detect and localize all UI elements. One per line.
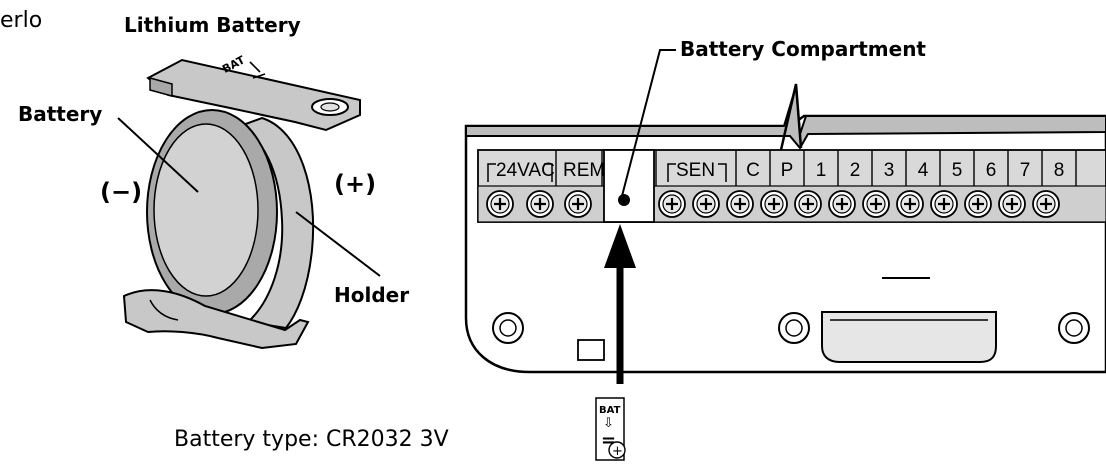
terminal-screw-slot — [904, 198, 916, 210]
corner-text-fragment: erlo — [0, 8, 42, 33]
terminal-screw-slot — [938, 198, 950, 210]
terminal-label-1: 1 — [816, 160, 827, 181]
holder-clip-edge — [149, 299, 179, 321]
terminal-screws — [486, 190, 1060, 218]
terminal-screw-slot — [666, 198, 678, 210]
battery-compartment-leader — [621, 49, 676, 197]
terminal-screw-slot — [802, 198, 814, 210]
mount-hole-left-inner — [499, 319, 517, 337]
holder-bottom-clip — [122, 289, 310, 350]
terminal-screw-slot — [1040, 198, 1052, 210]
terminal-label-p: P — [781, 160, 794, 181]
bat-sticker-arrow-icon: ⇩ — [603, 416, 614, 431]
holder-top-tab — [149, 77, 173, 97]
bat-sticker-label: BAT — [599, 405, 621, 416]
battery-compartment-slot — [603, 149, 655, 223]
terminal-label-7: 7 — [1020, 160, 1031, 181]
terminal-screw-slot — [870, 198, 882, 210]
holder-label: Holder — [334, 283, 409, 307]
housing-break-symbol — [779, 83, 803, 151]
positive-terminal-label: (+) — [334, 170, 376, 198]
terminal-screw-slot — [700, 198, 712, 210]
terminal-group-sensor: SEN — [676, 160, 715, 181]
terminal-screw-slot — [836, 198, 848, 210]
holder-top-plate — [146, 58, 361, 132]
terminal-label-5: 5 — [952, 160, 963, 181]
terminal-label-3: 3 — [884, 160, 895, 181]
holder-leader-line — [295, 211, 381, 277]
terminal-label-2: 2 — [850, 160, 861, 181]
bat-sticker-plus: + — [612, 444, 623, 459]
battery-compartment-dot — [618, 194, 630, 206]
terminal-label-6: 6 — [986, 160, 997, 181]
terminal-screw-slot — [494, 198, 506, 210]
terminal-screw-slot — [768, 198, 780, 210]
battery-type-text: Battery type: CR2032 3V — [174, 427, 449, 452]
terminal-screw-slot — [572, 198, 584, 210]
mount-hole-center-inner — [785, 319, 803, 337]
holder-arrow-marking — [249, 61, 266, 79]
terminal-label-8: 8 — [1054, 160, 1065, 181]
terminal-screw-slot — [1006, 198, 1018, 210]
housing-latch — [821, 311, 997, 363]
negative-terminal-label: (−) — [100, 178, 142, 206]
lithium-battery-title: Lithium Battery — [124, 13, 301, 37]
terminal-screw-slot — [534, 198, 546, 210]
terminal-group-rem: REM — [563, 160, 605, 181]
battery-compartment-label: Battery Compartment — [680, 37, 926, 61]
bat-sticker-plus-circle — [608, 441, 626, 459]
terminal-screw-slot — [972, 198, 984, 210]
controller-housing — [464, 83, 1106, 374]
coin-battery-face — [153, 123, 259, 297]
terminal-screw-slot — [734, 198, 746, 210]
terminal-group-24vac: 24VAC — [496, 160, 555, 181]
terminal-group-sensor-bracket — [667, 163, 727, 182]
terminal-group-24vac-bracket — [487, 163, 553, 182]
mount-hole-right-inner — [1065, 319, 1083, 337]
bat-sticker: BAT ⇩ = + — [595, 397, 626, 461]
terminal-label-c: C — [746, 160, 760, 181]
housing-small-tab — [577, 339, 605, 361]
battery-leader-line — [117, 117, 199, 193]
terminal-label-4: 4 — [918, 160, 929, 181]
holder-screw-hole-inner — [320, 102, 340, 112]
battery-label: Battery — [18, 102, 102, 126]
insert-arrow-head — [604, 224, 636, 268]
